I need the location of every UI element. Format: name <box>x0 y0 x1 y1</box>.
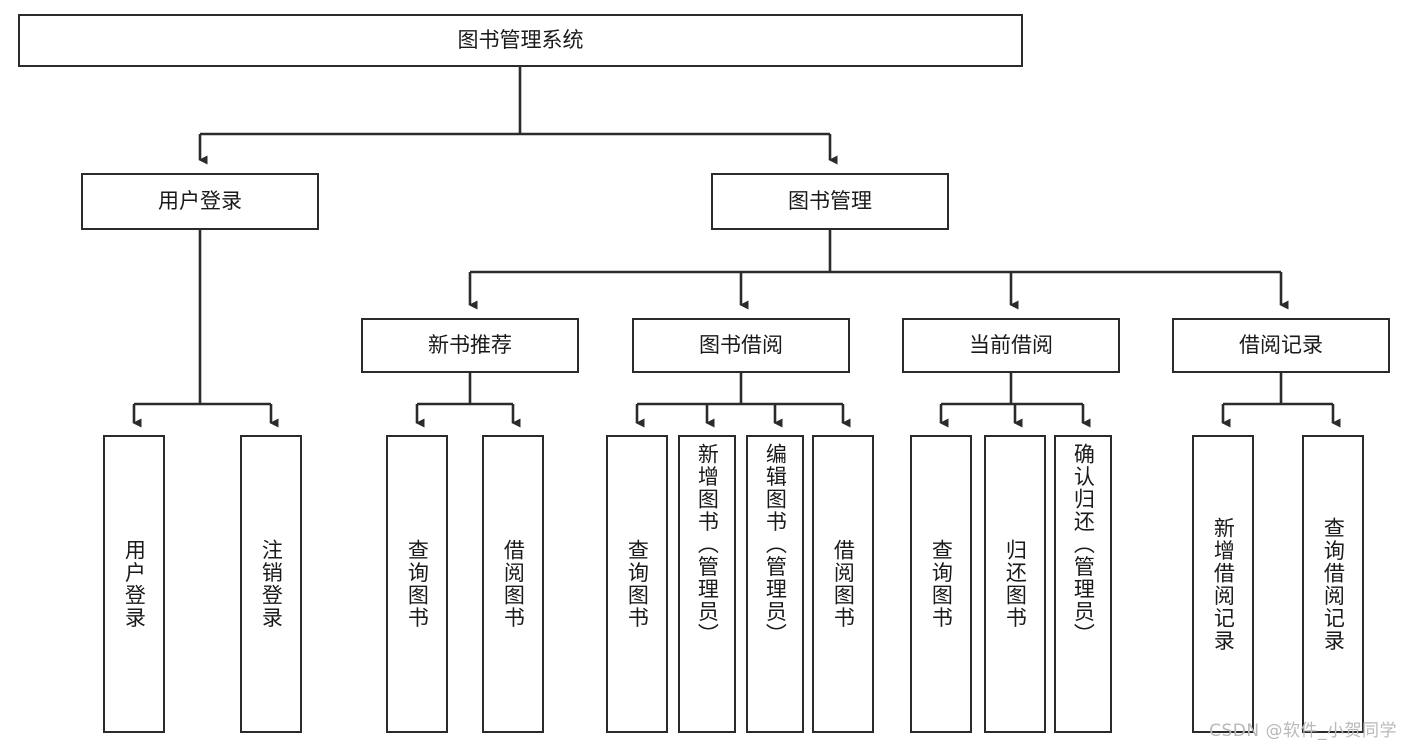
leaf-edit-book-label: 编辑图书（管理员） <box>763 443 788 646</box>
leaf-query-book-3[interactable]: 查询图书 <box>910 435 972 733</box>
leaf-add-record[interactable]: 新增借阅记录 <box>1192 435 1254 733</box>
leaf-return-book-label: 归还图书 <box>1003 539 1028 629</box>
node-new-book-recommend-label: 新书推荐 <box>428 333 512 358</box>
leaf-confirm-return-label: 确认归还（管理员） <box>1071 443 1096 646</box>
node-book-management-label: 图书管理 <box>788 189 872 214</box>
leaf-query-book-1[interactable]: 查询图书 <box>386 435 448 733</box>
leaf-query-record[interactable]: 查询借阅记录 <box>1302 435 1364 733</box>
leaf-query-book-1-label: 查询图书 <box>405 539 430 629</box>
node-current-borrow[interactable]: 当前借阅 <box>902 318 1120 373</box>
leaf-borrow-book-2-label: 借阅图书 <box>831 539 856 629</box>
leaf-borrow-book-2[interactable]: 借阅图书 <box>812 435 874 733</box>
node-book-management[interactable]: 图书管理 <box>711 173 949 230</box>
leaf-add-record-label: 新增借阅记录 <box>1211 516 1236 652</box>
node-book-borrow-label: 图书借阅 <box>699 333 783 358</box>
node-user-login[interactable]: 用户登录 <box>81 173 319 230</box>
leaf-user-logout-label: 注销登录 <box>259 539 284 629</box>
node-new-book-recommend[interactable]: 新书推荐 <box>361 318 579 373</box>
leaf-borrow-book-1[interactable]: 借阅图书 <box>482 435 544 733</box>
leaf-query-book-3-label: 查询图书 <box>929 539 954 629</box>
node-book-borrow[interactable]: 图书借阅 <box>632 318 850 373</box>
leaf-edit-book[interactable]: 编辑图书（管理员） <box>746 435 804 733</box>
leaf-return-book[interactable]: 归还图书 <box>984 435 1046 733</box>
node-borrow-record-label: 借阅记录 <box>1239 333 1323 358</box>
leaf-borrow-book-1-label: 借阅图书 <box>501 539 526 629</box>
leaf-query-book-2[interactable]: 查询图书 <box>606 435 668 733</box>
node-current-borrow-label: 当前借阅 <box>969 333 1053 358</box>
leaf-add-book-label: 新增图书（管理员） <box>695 443 720 646</box>
leaf-query-record-label: 查询借阅记录 <box>1321 516 1346 652</box>
leaf-user-login-label: 用户登录 <box>122 539 147 629</box>
node-root-system-label: 图书管理系统 <box>457 28 584 53</box>
node-borrow-record[interactable]: 借阅记录 <box>1172 318 1390 373</box>
leaf-user-logout[interactable]: 注销登录 <box>240 435 302 733</box>
leaf-confirm-return[interactable]: 确认归还（管理员） <box>1054 435 1112 733</box>
leaf-add-book[interactable]: 新增图书（管理员） <box>678 435 736 733</box>
csdn-watermark: CSDN @软件_小贺同学 <box>1209 721 1397 741</box>
leaf-query-book-2-label: 查询图书 <box>625 539 650 629</box>
node-user-login-label: 用户登录 <box>158 189 242 214</box>
node-root-system[interactable]: 图书管理系统 <box>18 14 1023 67</box>
leaf-user-login[interactable]: 用户登录 <box>103 435 165 733</box>
